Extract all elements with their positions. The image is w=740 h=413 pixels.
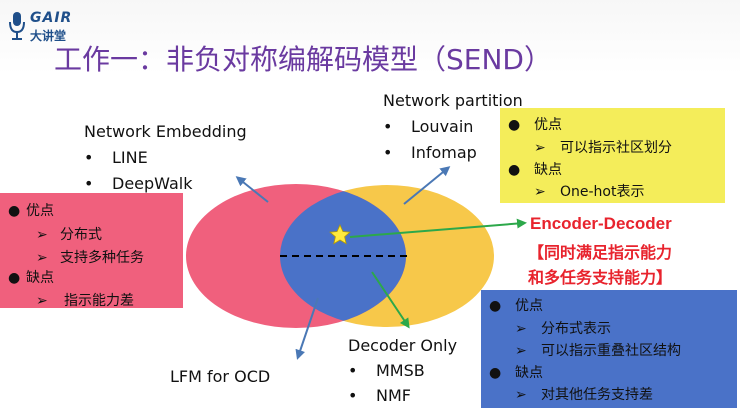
- logo-brand: GAIR: [30, 10, 73, 26]
- gair-logo: GAIR 大讲堂: [8, 8, 88, 44]
- network-partition-heading: Network partition: [383, 91, 523, 110]
- encoder-decoder-line1: 【同时满足指示能力: [528, 243, 673, 262]
- pink-pros-cons-box: ●优点 ➢分布式 ➢支持多种任务 ●缺点 ➢指示能力差: [0, 193, 183, 309]
- pros-item: ➢支持多种任务: [36, 250, 144, 266]
- network-partition-item: •Louvain: [383, 117, 474, 136]
- cons-item: ➢One-hot表示: [534, 184, 645, 200]
- network-partition-item: •Infomap: [383, 143, 477, 162]
- logo-brand-cn: 大讲堂: [30, 29, 67, 43]
- cons-item: ➢对其他任务支持差: [515, 387, 653, 403]
- intersection-region: [280, 185, 406, 327]
- arrow-to-decoder-only: [371, 271, 410, 329]
- encoder-decoder-title: Encoder-Decoder: [530, 214, 672, 233]
- decoder-only-heading: Decoder Only: [348, 336, 458, 355]
- cons-item: ➢指示能力差: [36, 293, 134, 309]
- pros-item: ➢分布式表示: [515, 321, 611, 337]
- cons-heading: ●缺点: [508, 162, 562, 178]
- pros-item: ➢可以指示社区划分: [534, 140, 672, 156]
- blue-pros-cons-box: ●优点 ➢分布式表示 ➢可以指示重叠社区结构 ●缺点 ➢对其他任务支持差: [481, 290, 737, 408]
- arrow-to-lfm: [295, 297, 319, 360]
- pros-item: ➢分布式: [36, 227, 102, 243]
- arrow-to-network-embedding: [235, 176, 269, 203]
- decoder-only-item: •MMSB: [348, 361, 425, 380]
- pros-heading: ●优点: [508, 117, 562, 133]
- microphone-icon: [9, 12, 25, 40]
- arrow-to-encoder-decoder: [349, 218, 527, 238]
- yellow-pros-cons-box: ●优点 ➢可以指示社区划分 ●缺点 ➢One-hot表示: [500, 108, 725, 203]
- pros-heading: ●优点: [8, 203, 54, 219]
- page-title: 工作一：非负对称编解码模型（SEND）: [54, 43, 552, 76]
- cons-heading: ●缺点: [8, 270, 54, 286]
- network-embedding-heading: Network Embedding: [84, 122, 247, 141]
- network-embedding-item: •LINE: [84, 148, 148, 167]
- encoder-decoder-line2: 和多任务支持能力】: [528, 268, 673, 287]
- network-embedding-item: •DeepWalk: [84, 174, 193, 193]
- pros-heading: ●优点: [489, 298, 543, 314]
- lfm-label: LFM for OCD: [170, 367, 271, 386]
- arrow-to-network-partition: [403, 166, 451, 205]
- decoder-only-item: •NMF: [348, 386, 411, 405]
- cons-heading: ●缺点: [489, 365, 543, 381]
- star-icon: [329, 224, 351, 245]
- pros-item: ➢可以指示重叠社区结构: [515, 343, 681, 359]
